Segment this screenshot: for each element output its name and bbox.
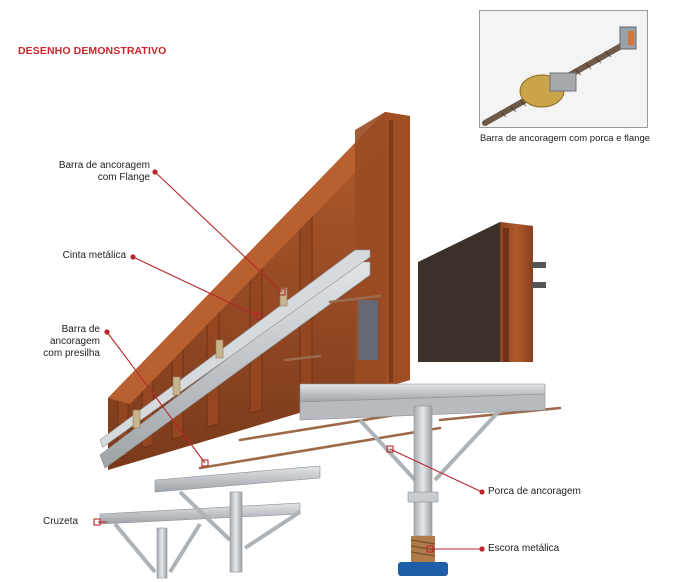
anchor-bar-flange-illustration [480,11,647,127]
leader-lines [98,171,483,550]
label-steel-prop: Escora metálica [488,543,560,554]
steel-props [156,405,448,579]
leader-dots [104,169,485,552]
label-anchor-bar-clip-line3: com presilha [43,348,100,359]
label-anchor-nut: Porca de ancoragem [488,486,581,497]
leader-targets [93,288,434,553]
label-anchor-bar-clip: Barra de ancoragem com presilha [20,324,100,360]
label-anchor-bar-clip-line2: ancoragem [49,336,100,347]
back-wall-panel [418,222,546,362]
steel-waler [99,249,371,469]
inset-caption: Barra de ancoragem com porca e flange [479,133,651,144]
diagram-title: DESENHO DEMONSTRATIVO [18,45,167,57]
inset-photo-frame [479,10,648,128]
label-cross-head: Cruzeta [43,516,79,527]
label-steel-waler: Cinta metálica [62,250,126,261]
label-anchor-bar-flange-line2: com Flange [97,172,150,183]
label-anchor-bar-flange: Barra de ancoragem com Flange [20,160,150,184]
label-anchor-bar-flange-line1: Barra de ancoragem [58,160,150,171]
label-anchor-bar-clip-line1: Barra de [61,324,100,335]
